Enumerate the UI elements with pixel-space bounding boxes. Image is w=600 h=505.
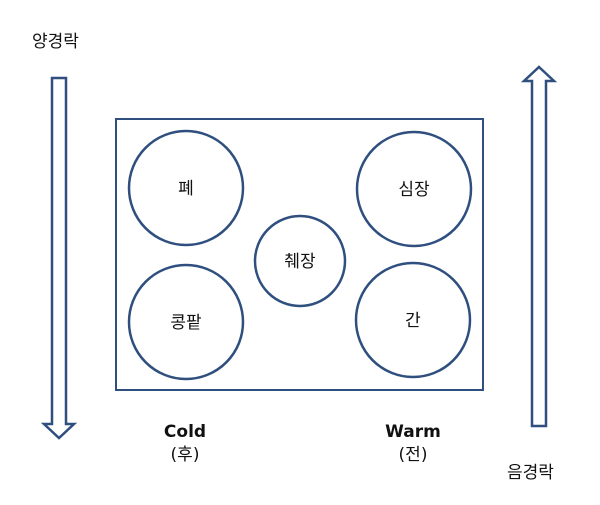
cold-subtitle: (후) [171,445,200,465]
warm-subtitle: (전) [399,445,428,465]
lung-circle [127,129,245,247]
heart-label: 심장 [398,180,430,200]
lung-label: 폐 [178,179,194,199]
yang-meridian-label: 양경락 [32,32,79,52]
cold-title: Cold [164,422,206,442]
kidney-label: 콩팥 [170,313,202,333]
heart-circle [355,130,473,248]
up-arrow-icon [520,65,558,428]
spleen-label: 췌장 [284,252,316,272]
kidney-circle [127,263,245,381]
spleen-circle [253,214,347,308]
organ-frame [115,118,484,391]
down-arrow-icon [40,76,78,440]
liver-label: 간 [405,311,421,331]
liver-circle [354,261,472,379]
warm-title: Warm [385,422,441,442]
yin-meridian-label: 음경락 [507,463,554,483]
